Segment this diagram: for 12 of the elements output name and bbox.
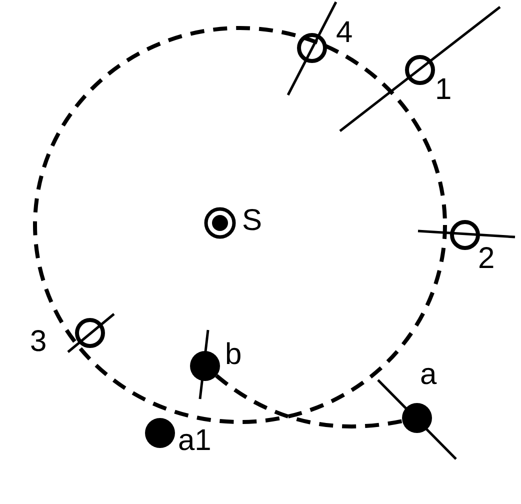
point-label: 4 xyxy=(336,18,353,48)
filled-point-marker xyxy=(402,403,432,433)
filled-point-marker xyxy=(190,351,220,381)
point-label: a1 xyxy=(178,426,212,456)
point-label: 3 xyxy=(30,327,47,357)
filled-point-marker xyxy=(145,418,175,448)
point-label: a xyxy=(420,360,437,390)
point-label: S xyxy=(242,206,262,236)
point-label: b xyxy=(225,340,242,370)
point-label: 2 xyxy=(478,244,495,274)
point-label: 1 xyxy=(435,75,452,105)
dashed-path xyxy=(215,374,403,428)
